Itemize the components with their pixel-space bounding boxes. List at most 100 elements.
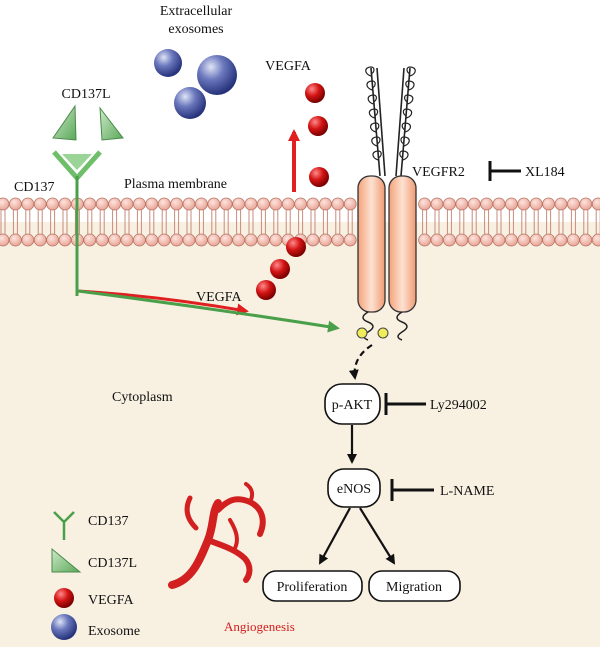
ly294002-label: Ly294002 xyxy=(430,398,487,413)
lipid-head xyxy=(46,197,59,211)
lipid-head xyxy=(157,233,171,247)
lipid-head xyxy=(95,197,109,211)
lipid-head xyxy=(430,197,444,211)
exosomes-label-line2: exosomes xyxy=(168,22,223,37)
migration-label: Migration xyxy=(386,580,442,595)
lipid-head xyxy=(58,197,72,211)
xl184-label: XL184 xyxy=(525,165,565,180)
lipid-head xyxy=(120,233,134,247)
lipid-head xyxy=(0,197,10,211)
ig-loop xyxy=(367,94,377,105)
lipid-head xyxy=(567,233,580,247)
ig-loop xyxy=(399,150,409,161)
lipid-head xyxy=(145,233,159,247)
lipid-head xyxy=(256,233,270,247)
lipid-head xyxy=(343,233,357,247)
lipid-head xyxy=(194,233,208,247)
lipid-head xyxy=(33,197,47,211)
proliferation-label: Proliferation xyxy=(277,580,348,595)
legend-item-vegfa: VEGFA xyxy=(88,593,135,608)
lipid-head xyxy=(269,197,283,211)
angiogenesis-vessel-icon xyxy=(168,482,266,589)
lipid-head xyxy=(455,197,469,211)
vegfr2-label: VEGFR2 xyxy=(412,165,465,180)
vegfr2-receptor xyxy=(356,66,417,341)
lipid-head xyxy=(269,233,283,247)
lipid-head xyxy=(219,233,233,247)
ig-loop xyxy=(406,66,416,77)
ig-loop xyxy=(368,108,379,119)
lipid-head xyxy=(418,233,432,247)
lipid-head xyxy=(8,197,22,211)
lipid-head xyxy=(194,197,208,211)
lipid-head xyxy=(170,233,184,247)
vegfr2-to-pakt-arrow xyxy=(348,344,373,380)
lipid-head xyxy=(554,197,568,211)
lipid-head xyxy=(132,233,146,247)
lipid-head xyxy=(467,197,481,211)
lipid-head xyxy=(0,233,10,247)
lipid-head xyxy=(318,197,332,211)
lipid-head xyxy=(46,233,59,247)
exosome-sphere xyxy=(174,87,206,119)
plasma-membrane-label: Plasma membrane xyxy=(124,177,227,192)
plasma-membrane-bilayer xyxy=(0,197,600,247)
ig-loop xyxy=(365,66,375,77)
vegfa-mid-label: VEGFA xyxy=(196,290,243,305)
vegfa-dot xyxy=(308,116,328,136)
legend-item-cd137l: CD137L xyxy=(88,556,137,571)
enos-to-proliferation-arrow xyxy=(319,507,351,565)
lipid-head xyxy=(591,197,600,211)
ig-loop xyxy=(371,136,381,147)
lipid-head xyxy=(170,197,184,211)
lipid-head xyxy=(442,197,456,211)
lipid-head xyxy=(554,233,568,247)
cd137l-ligand-icon xyxy=(99,106,124,141)
lipid-head xyxy=(157,197,171,211)
exosome-sphere xyxy=(154,49,182,77)
ig-loop xyxy=(369,122,380,133)
legend: CD137 CD137L VEGFA Exosome xyxy=(51,511,140,640)
ig-loop xyxy=(372,150,382,161)
lipid-head xyxy=(442,233,456,247)
ig-loop xyxy=(366,80,376,91)
cd137-to-vegfr2-arrow xyxy=(77,289,340,333)
lipid-head xyxy=(579,233,593,247)
enos-to-migration-arrow xyxy=(359,507,396,565)
lipid-head xyxy=(207,233,221,247)
vegfa-top-label: VEGFA xyxy=(265,59,312,74)
vegfa-dot xyxy=(256,280,276,300)
cd137l-ligand-icon xyxy=(52,104,77,141)
lipid-head xyxy=(504,233,518,247)
lipid-head xyxy=(306,233,320,247)
angiogenesis-label: Angiogenesis xyxy=(224,619,295,634)
pakt-label: p-AKT xyxy=(332,398,373,413)
ig-loop xyxy=(402,108,413,119)
lipid-head xyxy=(306,197,320,211)
lipid-head xyxy=(232,197,246,211)
legend-item-cd137: CD137 xyxy=(88,514,128,529)
lipid-head xyxy=(182,197,196,211)
lipid-head xyxy=(95,233,109,247)
lipid-head xyxy=(145,197,159,211)
lipid-head xyxy=(517,197,531,211)
enos-label: eNOS xyxy=(337,482,371,497)
lipid-head xyxy=(244,197,258,211)
lipid-head xyxy=(542,233,555,247)
lipid-head xyxy=(331,233,345,247)
legend-item-exosome: Exosome xyxy=(88,624,140,639)
ig-loop xyxy=(401,122,412,133)
lipid-head xyxy=(492,197,506,211)
lipid-head xyxy=(579,197,593,211)
migration-node xyxy=(368,570,461,602)
pakt-node xyxy=(324,383,381,425)
lipid-head xyxy=(182,233,196,247)
receptor-y-icon xyxy=(53,511,75,540)
lipid-head xyxy=(244,233,258,247)
lipid-head xyxy=(83,233,97,247)
lipid-head xyxy=(591,233,600,247)
vegfa-dot xyxy=(286,237,306,257)
vegfa-dot xyxy=(309,167,329,187)
lipid-head xyxy=(343,197,357,211)
